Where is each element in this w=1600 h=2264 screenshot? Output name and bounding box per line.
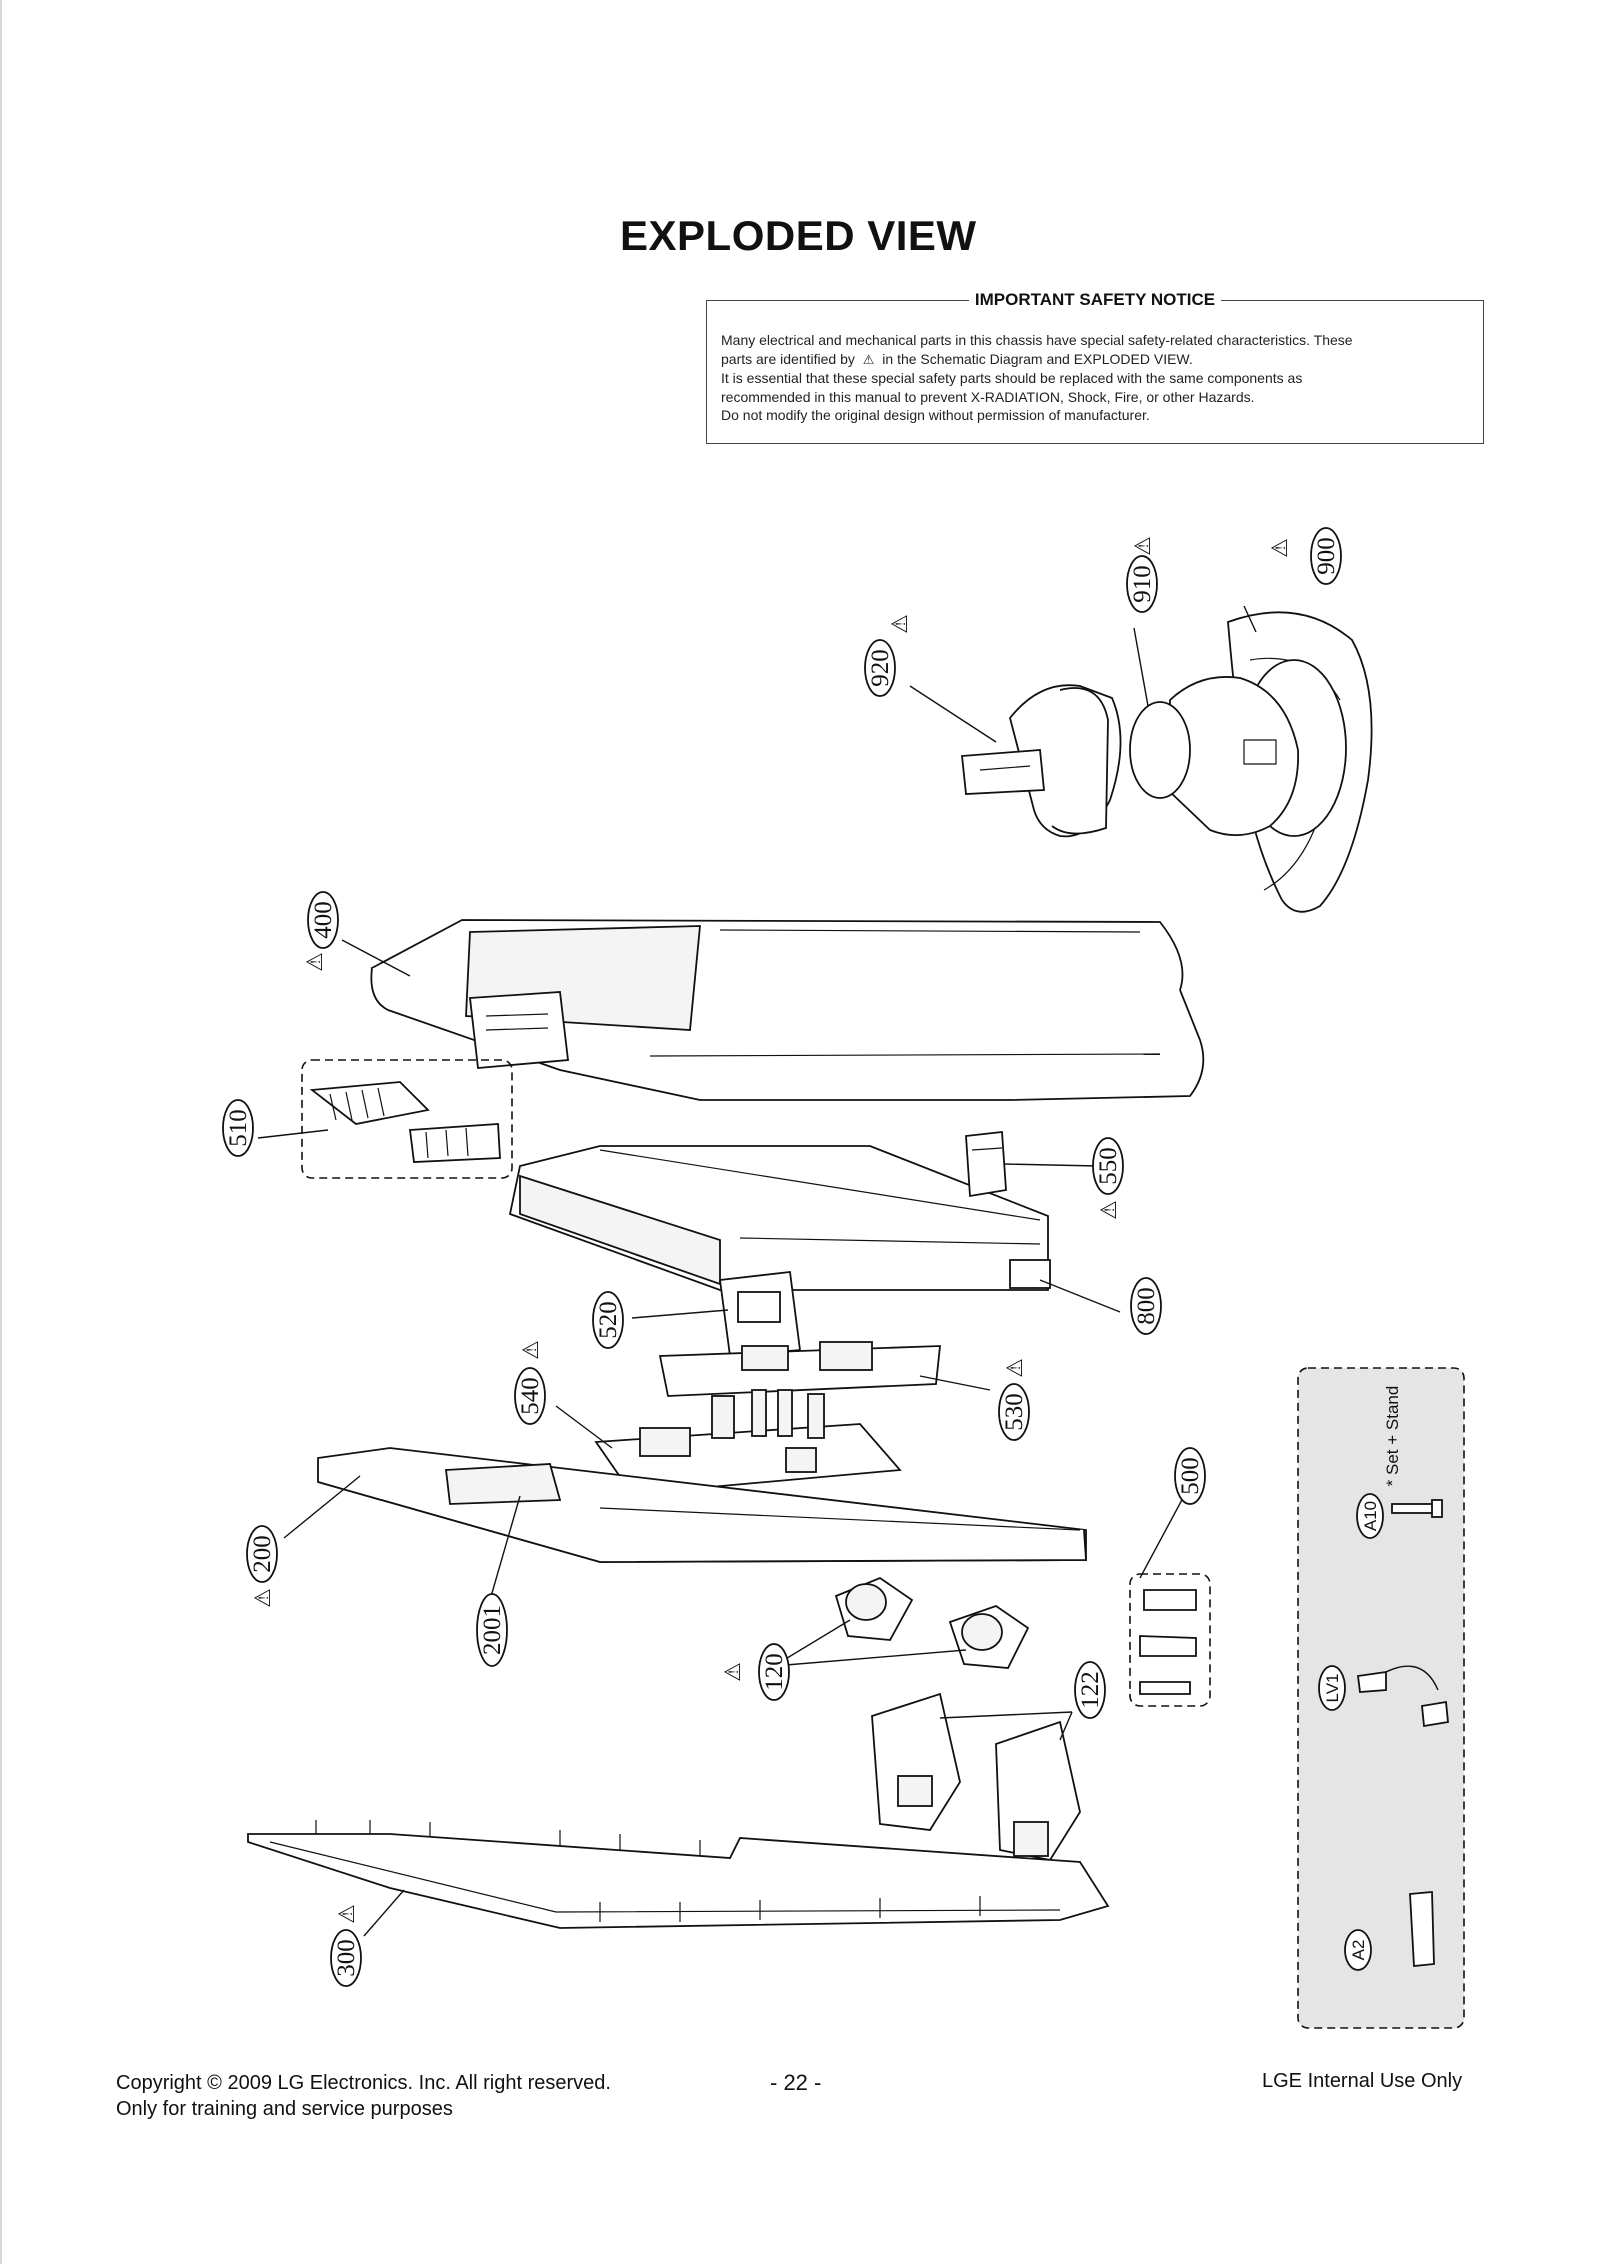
callout-120: 120 ⚠ xyxy=(721,1643,790,1701)
button-parts-500 xyxy=(1139,1589,1197,1695)
callout-2001-label: 2001 xyxy=(479,1605,506,1655)
callout-530-label: 530 xyxy=(1001,1393,1028,1431)
lcd-panel-part-200 xyxy=(317,1447,1087,1563)
pcb-part-530 xyxy=(658,1341,942,1397)
callout-540-label: 540 xyxy=(517,1377,544,1415)
callout-120-warning-icon: ⚠ xyxy=(721,1662,746,1682)
dashed-box-510 xyxy=(301,1059,513,1179)
notice-line-2b: in the Schematic Diagram and EXPLODED VI… xyxy=(882,350,1193,367)
callout-510: 510 xyxy=(222,1099,254,1157)
footer-copyright: Copyright © 2009 LG Electronics. Inc. Al… xyxy=(116,2072,611,2094)
main-board-part-540 xyxy=(594,1389,902,1495)
dashed-box-500 xyxy=(1129,1573,1211,1707)
safety-notice-title: IMPORTANT SAFETY NOTICE xyxy=(968,290,1222,309)
callout-540: 540 ⚠ xyxy=(514,1340,546,1425)
callout-LV1-label: LV1 xyxy=(1323,1674,1342,1703)
safety-notice-heading: IMPORTANT SAFETY NOTICE xyxy=(707,290,1483,310)
callout-A10: A10 xyxy=(1356,1493,1384,1539)
stand-neck-part-910 xyxy=(1129,659,1347,837)
side-note-set-stand: * Set + Stand xyxy=(1383,1386,1402,1487)
safety-notice-box: IMPORTANT SAFETY NOTICE Many electrical … xyxy=(706,290,1484,444)
speaker-housing-parts-122 xyxy=(871,1692,1081,1862)
safety-notice-body: Many electrical and mechanical parts in … xyxy=(721,331,1469,425)
stand-hinge-part-920 xyxy=(961,684,1122,838)
callout-300-label: 300 xyxy=(333,1939,360,1977)
callout-LV1: LV1 xyxy=(1318,1665,1346,1711)
shield-frame-part-800 xyxy=(508,1145,1051,1291)
callout-900: 900 ⚠ xyxy=(1268,527,1342,585)
callout-550: 550 ⚠ xyxy=(1092,1137,1124,1220)
notice-line-1: Many electrical and mechanical parts in … xyxy=(721,332,1353,348)
footer-page-number: - 22 - xyxy=(770,2070,822,2095)
callout-300: 300 ⚠ xyxy=(330,1904,362,1987)
callout-910-warning-icon: ⚠ xyxy=(1131,536,1156,556)
callout-120-label: 120 xyxy=(761,1653,788,1691)
speaker-parts-120 xyxy=(834,1576,1030,1669)
notice-line-4: recommended in this manual to prevent X-… xyxy=(721,388,1255,405)
footer-internal-use: LGE Internal Use Only xyxy=(1262,2070,1463,2092)
callout-122: 122 xyxy=(1074,1661,1106,1719)
callout-200-warning-icon: ⚠ xyxy=(251,1588,276,1608)
callout-520-label: 520 xyxy=(595,1301,622,1339)
screw-part-A10 xyxy=(1391,1499,1443,1518)
callout-400-label: 400 xyxy=(310,901,337,939)
warning-triangle-icon: ⚠ xyxy=(862,351,875,367)
callout-540-warning-icon: ⚠ xyxy=(519,1340,544,1360)
callout-A10-label: A10 xyxy=(1361,1501,1380,1531)
callout-300-warning-icon: ⚠ xyxy=(335,1904,360,1924)
callout-550-warning-icon: ⚠ xyxy=(1097,1200,1122,1220)
callout-122-label: 122 xyxy=(1077,1671,1104,1709)
callout-200-label: 200 xyxy=(249,1535,276,1573)
footer-left: Copyright © 2009 LG Electronics. Inc. Al… xyxy=(116,2070,611,2122)
switch-part-550 xyxy=(965,1131,1007,1198)
callout-920-label: 920 xyxy=(867,649,894,687)
cable-part-LV1 xyxy=(1356,1665,1449,1728)
accessory-box xyxy=(1297,1367,1465,2029)
page-title: EXPLODED VIEW xyxy=(620,212,977,259)
notice-line-3: It is essential that these special safet… xyxy=(721,370,1303,386)
part-A2 xyxy=(1409,1891,1435,1967)
callout-520: 520 xyxy=(592,1291,624,1349)
page-edge xyxy=(0,0,2,2264)
callout-900-warning-icon: ⚠ xyxy=(1268,538,1293,558)
callout-910: 910 ⚠ xyxy=(1126,536,1158,613)
callout-920: 920 ⚠ xyxy=(864,614,913,697)
callout-910-label: 910 xyxy=(1129,565,1156,603)
callout-530: 530 ⚠ xyxy=(998,1358,1030,1441)
callout-900-label: 900 xyxy=(1313,537,1340,575)
notice-line-2a: parts are identified by xyxy=(721,350,855,367)
notice-line-2: parts are identified by ⚠ in the Schemat… xyxy=(721,350,1469,370)
callout-400-warning-icon: ⚠ xyxy=(303,952,328,972)
callout-200: 200 ⚠ xyxy=(246,1525,278,1608)
front-cover-part-300 xyxy=(247,1820,1110,1929)
callout-A2-label: A2 xyxy=(1349,1940,1368,1961)
callout-2001: 2001 xyxy=(476,1593,508,1667)
callout-510-label: 510 xyxy=(225,1109,252,1147)
bracket-part-520 xyxy=(718,1271,802,1357)
callout-400: 400 ⚠ xyxy=(303,891,339,972)
callout-530-warning-icon: ⚠ xyxy=(1003,1358,1028,1378)
callout-500-label: 500 xyxy=(1177,1457,1204,1495)
connector-part-510 xyxy=(309,1081,501,1163)
callout-A2: A2 xyxy=(1344,1929,1372,1971)
back-cover-part-400 xyxy=(370,919,1205,1101)
footer-purpose: Only for training and service purposes xyxy=(116,2098,453,2120)
callout-800-label: 800 xyxy=(1133,1287,1160,1325)
notice-line-5: Do not modify the original design withou… xyxy=(721,407,1150,423)
leader-lines xyxy=(257,605,1257,1937)
callout-500: 500 xyxy=(1174,1447,1206,1505)
callout-550-label: 550 xyxy=(1095,1147,1122,1185)
callout-920-warning-icon: ⚠ xyxy=(888,614,913,634)
callout-800: 800 xyxy=(1130,1277,1162,1335)
